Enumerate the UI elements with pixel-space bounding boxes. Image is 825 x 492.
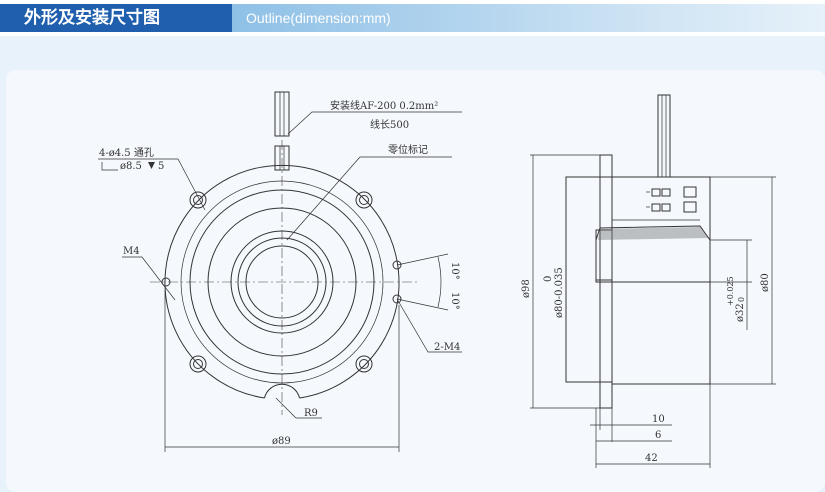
page-subtitle: Outline(dimension:mm) [232,4,825,32]
hole-bottom-right [355,355,373,373]
angle-top-label: 10° [449,262,460,280]
wire-label: 安装线AF-200 0.2mm² [330,99,438,112]
diameter-89-label: ø89 [272,436,291,447]
side-body [611,176,711,385]
m4-left-label: M4 [123,246,140,257]
bore-dia-label: ø32 [735,303,746,322]
bore-tol-top-label: +0.025 [726,276,735,306]
hole-top-left [189,191,207,209]
depth-symbol-icon [148,162,155,169]
m4-hole-right-bottom [392,294,402,304]
body-circle [189,189,375,375]
outer-flange-circle [164,164,400,399]
m4-left-leader [122,256,176,301]
side-view: ø98 ø80-0.035 0 ø32 +0.025 0 ø80 10 6 42 [521,94,776,468]
drawing-panel [6,70,825,492]
zero-mark-label: 零位标记 [388,143,428,156]
radius-label: R9 [304,408,318,419]
hole-top-right [355,191,373,209]
page-title: 外形及安装尺寸图 [0,4,232,32]
outer-dia-label: ø98 [521,279,532,298]
radius-leader [275,397,322,419]
counterbore-depth-label: 5 [158,161,164,172]
dim-10-label: 10 [652,414,665,425]
m4-hole-right-top [392,260,402,270]
zero-mark-leader [286,156,452,241]
m4-hole-left [161,277,171,287]
dim-42-label: 42 [645,453,658,464]
spigot-dia-label: ø80-0.035 [554,267,565,318]
bottom-notch [264,383,300,399]
right-dia-label: ø80 [760,273,771,292]
holes-label: 4-ø4.5 通孔 [99,147,154,159]
connector-group [612,186,700,221]
m4-right-leader [396,298,462,353]
rotor-inner-circle [237,237,327,327]
holes-leader [98,158,206,211]
m4-right-label: 2-M4 [434,342,460,353]
dim-6-label: 6 [655,430,661,441]
spigot-tol-label: 0 [543,276,554,282]
bore-circle [245,245,319,319]
rotor-outer-circle [230,230,334,334]
hole-bottom-left [189,355,207,373]
front-view: 安装线AF-200 0.2mm² 线长500 零位标记 4-ø4.5 通孔 ø8… [98,91,462,452]
hatched-section [598,227,708,240]
angle-bottom-label: 10° [449,292,460,310]
counterbore-symbol [101,162,118,171]
spigot-circle [207,207,357,357]
through-holes [189,191,373,373]
angle-arc [437,256,442,308]
bolt-circle [180,180,384,384]
counterbore-label: ø8.5 [120,161,142,172]
wire-length-label: 线长500 [370,118,409,131]
wire-label-leader [287,111,462,135]
header-bar: 外形及安装尺寸图 Outline(dimension:mm) [0,0,825,36]
bore-tol-bottom-label: 0 [737,297,746,302]
wire-bundle-front [274,91,290,171]
wire-bundle-side [657,94,671,178]
